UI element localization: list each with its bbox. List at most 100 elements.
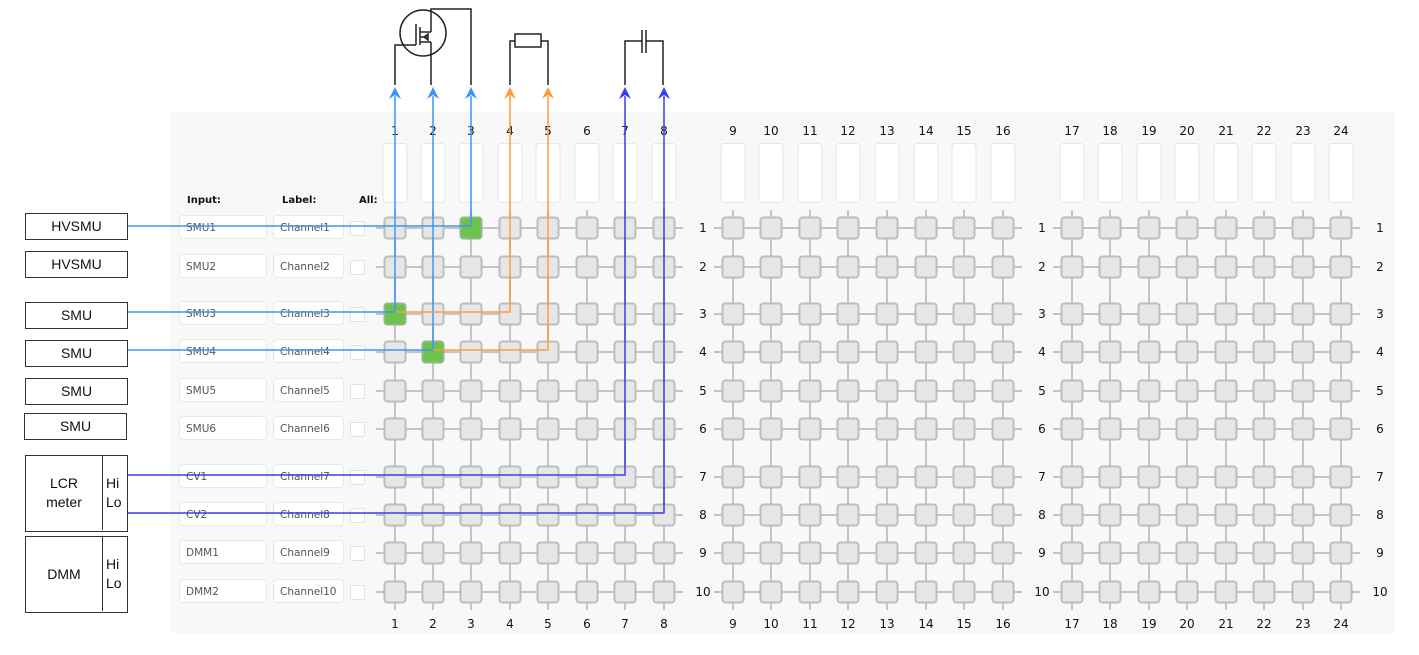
crosspoint[interactable] [536, 541, 560, 565]
crosspoint[interactable] [536, 580, 560, 604]
crosspoint[interactable] [536, 503, 560, 527]
crosspoint[interactable] [383, 255, 407, 279]
crosspoint[interactable] [759, 541, 783, 565]
crosspoint[interactable] [1291, 503, 1315, 527]
crosspoint[interactable] [1137, 503, 1161, 527]
crosspoint[interactable] [1329, 255, 1353, 279]
crosspoint[interactable] [952, 465, 976, 489]
column-label-field[interactable] [1213, 143, 1239, 203]
crosspoint[interactable] [1214, 340, 1238, 364]
crosspoint[interactable] [759, 465, 783, 489]
crosspoint-closed[interactable] [459, 216, 483, 240]
crosspoint[interactable] [383, 216, 407, 240]
crosspoint[interactable] [1137, 255, 1161, 279]
crosspoint[interactable] [421, 541, 445, 565]
crosspoint[interactable] [575, 255, 599, 279]
crosspoint[interactable] [721, 541, 745, 565]
label-field[interactable]: Channel9 [273, 540, 344, 564]
crosspoint[interactable] [575, 216, 599, 240]
crosspoint[interactable] [575, 580, 599, 604]
select-all-checkbox[interactable] [350, 345, 365, 360]
crosspoint[interactable] [952, 379, 976, 403]
crosspoint[interactable] [1214, 580, 1238, 604]
crosspoint[interactable] [1252, 340, 1276, 364]
crosspoint[interactable] [952, 255, 976, 279]
crosspoint[interactable] [1060, 417, 1084, 441]
crosspoint[interactable] [798, 465, 822, 489]
crosspoint[interactable] [991, 302, 1015, 326]
crosspoint[interactable] [991, 503, 1015, 527]
crosspoint[interactable] [459, 417, 483, 441]
crosspoint[interactable] [914, 541, 938, 565]
crosspoint[interactable] [1214, 541, 1238, 565]
crosspoint[interactable] [836, 255, 860, 279]
crosspoint[interactable] [613, 417, 637, 441]
label-field[interactable]: Channel6 [273, 416, 344, 440]
crosspoint[interactable] [1252, 541, 1276, 565]
crosspoint[interactable] [1214, 379, 1238, 403]
crosspoint[interactable] [875, 340, 899, 364]
column-label-field[interactable] [1251, 143, 1277, 203]
crosspoint[interactable] [1214, 417, 1238, 441]
crosspoint[interactable] [421, 580, 445, 604]
crosspoint[interactable] [798, 379, 822, 403]
crosspoint[interactable] [721, 503, 745, 527]
crosspoint[interactable] [498, 302, 522, 326]
crosspoint[interactable] [1060, 580, 1084, 604]
crosspoint[interactable] [498, 340, 522, 364]
crosspoint[interactable] [1137, 417, 1161, 441]
crosspoint[interactable] [421, 417, 445, 441]
crosspoint[interactable] [1291, 379, 1315, 403]
crosspoint[interactable] [952, 541, 976, 565]
crosspoint[interactable] [652, 302, 676, 326]
crosspoint[interactable] [1175, 580, 1199, 604]
crosspoint[interactable] [798, 216, 822, 240]
crosspoint[interactable] [459, 255, 483, 279]
crosspoint[interactable] [836, 302, 860, 326]
crosspoint[interactable] [498, 503, 522, 527]
crosspoint[interactable] [759, 340, 783, 364]
crosspoint[interactable] [798, 503, 822, 527]
crosspoint[interactable] [383, 580, 407, 604]
crosspoint[interactable] [721, 216, 745, 240]
crosspoint[interactable] [875, 216, 899, 240]
crosspoint[interactable] [459, 340, 483, 364]
crosspoint[interactable] [459, 465, 483, 489]
label-field[interactable]: Channel3 [273, 301, 344, 325]
crosspoint-closed[interactable] [383, 302, 407, 326]
crosspoint[interactable] [613, 541, 637, 565]
crosspoint[interactable] [914, 417, 938, 441]
column-label-field[interactable] [497, 143, 523, 203]
column-label-field[interactable] [1136, 143, 1162, 203]
crosspoint[interactable] [421, 255, 445, 279]
column-label-field[interactable] [1290, 143, 1316, 203]
column-label-field[interactable] [574, 143, 600, 203]
crosspoint[interactable] [1252, 580, 1276, 604]
crosspoint[interactable] [383, 503, 407, 527]
label-field[interactable]: Channel8 [273, 502, 344, 526]
crosspoint[interactable] [721, 465, 745, 489]
crosspoint[interactable] [1060, 465, 1084, 489]
crosspoint[interactable] [1137, 216, 1161, 240]
crosspoint[interactable] [1214, 302, 1238, 326]
crosspoint[interactable] [498, 255, 522, 279]
crosspoint[interactable] [759, 580, 783, 604]
crosspoint[interactable] [613, 503, 637, 527]
select-all-checkbox[interactable] [350, 470, 365, 485]
crosspoint[interactable] [798, 340, 822, 364]
crosspoint[interactable] [1175, 255, 1199, 279]
crosspoint[interactable] [613, 580, 637, 604]
crosspoint[interactable] [1137, 340, 1161, 364]
crosspoint[interactable] [421, 216, 445, 240]
crosspoint[interactable] [652, 216, 676, 240]
crosspoint[interactable] [1098, 580, 1122, 604]
crosspoint[interactable] [1291, 580, 1315, 604]
crosspoint[interactable] [991, 255, 1015, 279]
crosspoint[interactable] [798, 580, 822, 604]
crosspoint[interactable] [613, 379, 637, 403]
column-label-field[interactable] [1174, 143, 1200, 203]
crosspoint[interactable] [536, 216, 560, 240]
crosspoint[interactable] [721, 379, 745, 403]
crosspoint[interactable] [459, 541, 483, 565]
crosspoint[interactable] [652, 340, 676, 364]
